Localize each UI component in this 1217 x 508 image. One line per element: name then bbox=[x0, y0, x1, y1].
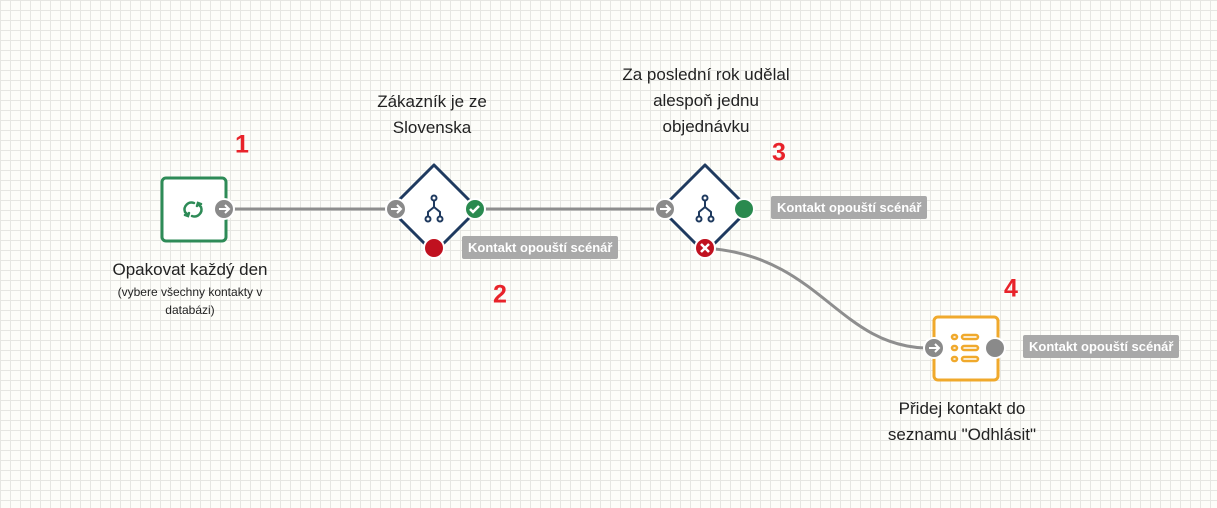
exit-badge: Kontakt opouští scénář bbox=[1023, 335, 1180, 358]
node-title-line: objednávku bbox=[662, 117, 750, 136]
no-port-x-icon[interactable] bbox=[694, 237, 716, 259]
node-title-line: Za poslední rok udělal bbox=[622, 65, 790, 84]
node-subtitle: databázi) bbox=[165, 303, 215, 317]
input-port[interactable] bbox=[654, 198, 676, 220]
output-port[interactable] bbox=[984, 337, 1006, 359]
step-number-2: 2 bbox=[493, 280, 507, 309]
node-title-line: alespoň jednu bbox=[653, 91, 759, 110]
node-condition-slovakia[interactable] bbox=[388, 163, 480, 255]
step-number-1: 1 bbox=[235, 130, 249, 159]
node-title-line: Zákazník je ze bbox=[377, 92, 487, 111]
step-number-3: 3 bbox=[772, 138, 786, 167]
exit-badge: Kontakt opouští scénář bbox=[462, 236, 619, 259]
edge-3-4 bbox=[714, 247, 926, 350]
exit-badge: Kontakt opouští scénář bbox=[771, 196, 928, 219]
node-1-label: Opakovat každý den (vybere všechny konta… bbox=[113, 257, 268, 319]
node-4-label: Přidej kontakt do seznamu "Odhlásit" bbox=[888, 396, 1036, 448]
output-port[interactable] bbox=[213, 198, 235, 220]
node-3-label: Za poslední rok udělal alespoň jednu obj… bbox=[622, 62, 789, 140]
list-icon bbox=[950, 333, 980, 363]
node-title-line: seznamu "Odhlásit" bbox=[887, 425, 1037, 444]
split-icon bbox=[695, 194, 715, 223]
input-port[interactable] bbox=[385, 198, 407, 220]
yes-port[interactable] bbox=[733, 198, 755, 220]
input-port[interactable] bbox=[923, 337, 945, 359]
node-2-label: Zákazník je ze Slovenska bbox=[377, 89, 487, 141]
repeat-icon bbox=[183, 201, 203, 218]
no-port[interactable] bbox=[423, 237, 445, 259]
node-subtitle: (vybere všechny kontakty v bbox=[117, 285, 263, 299]
split-icon bbox=[424, 194, 444, 223]
step-number-4: 4 bbox=[1004, 274, 1018, 303]
node-title: Opakovat každý den bbox=[112, 260, 268, 279]
yes-port-check-icon[interactable] bbox=[464, 198, 486, 220]
node-title-line: Přidej kontakt do bbox=[898, 399, 1026, 418]
node-title-line: Slovenska bbox=[392, 118, 472, 137]
